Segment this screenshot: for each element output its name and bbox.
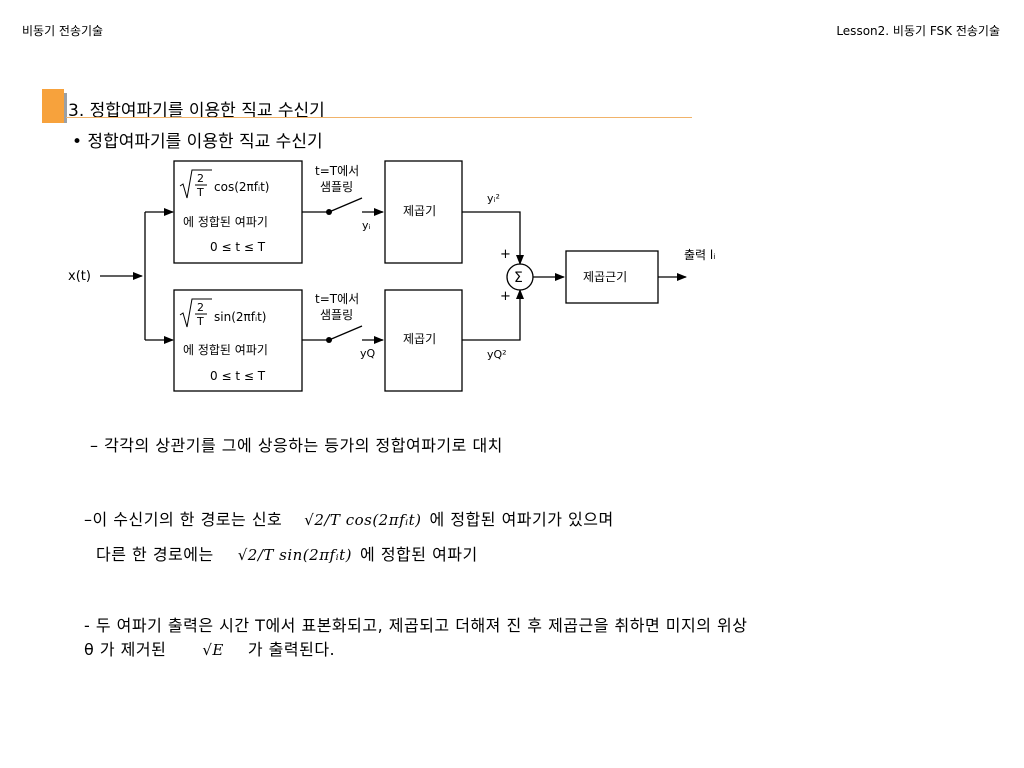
line2-prefix: –이 수신기의 한 경로는 신호 (84, 510, 283, 529)
bottom-sqrt-num: 2 (197, 301, 204, 314)
bottom-squarer-label: 제곱기 (403, 332, 436, 346)
line3-suffix: 에 정합된 여파기 (360, 545, 478, 564)
line5-prefix: θ 가 제거된 (84, 640, 167, 659)
line2-formula: √2/T cos(2πfᵢt) (304, 511, 422, 529)
bottom-filter-line1: 에 정합된 여파기 (183, 343, 268, 357)
line2-suffix: 에 정합된 여파기가 있으며 (429, 510, 614, 529)
bottom-sqrt-den: T (196, 315, 204, 328)
output-label: 출력 lᵢ (684, 248, 715, 262)
summer-symbol: Σ (514, 270, 523, 286)
section-bullet: • 정합여파기를 이용한 직교 수신기 (72, 132, 323, 152)
line5-suffix: 가 출력된다. (247, 640, 336, 659)
top-filter-formula: cos(2πfᵢt) (214, 180, 270, 194)
top-sqrt-den: T (196, 186, 204, 199)
bottom-filter-line2: 0 ≤ t ≤ T (210, 369, 266, 383)
input-label: x(t) (68, 269, 91, 284)
description-line-3: 다른 한 경로에는 √2/T sin(2πfᵢt) 에 정합된 여파기 (96, 541, 478, 565)
top-sample-label: yᵢ (362, 219, 371, 232)
title-underline (66, 117, 692, 118)
bottom-sample-label: yQ (360, 347, 376, 360)
bottom-filter-formula: sin(2πfᵢt) (214, 310, 267, 324)
bottom-sampler-label-1: t=T에서 (315, 292, 359, 306)
description-line-2: –이 수신기의 한 경로는 신호 √2/T cos(2πfᵢt) 에 정합된 여파기… (84, 506, 614, 530)
line3-formula: √2/T sin(2πfᵢt) (237, 546, 353, 564)
description-line-1: – 각각의 상관기를 그에 상응하는 등가의 정합여파기로 대치 (90, 436, 503, 455)
bottom-sampler-label-2: 샘플링 (320, 308, 353, 322)
top-sampler-label-1: t=T에서 (315, 164, 359, 178)
top-sampler-label-2: 샘플링 (320, 180, 353, 194)
top-filter-line1: 에 정합된 여파기 (183, 215, 268, 229)
top-radical (179, 169, 212, 199)
line3-prefix: 다른 한 경로에는 (96, 545, 214, 564)
description-line-4: - 두 여파기 출력은 시간 T에서 표본화되고, 제곱되고 더해져 진 후 제… (84, 616, 748, 635)
sqrt-block-label: 제곱근기 (583, 270, 627, 284)
description-line-5: θ 가 제거된 √E 가 출력된다. (84, 636, 335, 660)
bottom-sampler-switch (328, 325, 363, 341)
top-filter-line2: 0 ≤ t ≤ T (210, 240, 266, 254)
top-squarer-label: 제곱기 (403, 204, 436, 218)
top-sampler-switch (328, 197, 363, 213)
top-square-label: yᵢ² (487, 192, 500, 205)
bottom-radical (179, 298, 212, 328)
bottom-square-label: yQ² (487, 348, 507, 361)
top-plus-sign: + (500, 247, 511, 262)
bottom-plus-sign: + (500, 289, 511, 304)
line5-formula: √E (202, 641, 224, 659)
section-accent-marker (42, 89, 67, 123)
section-title: 3. 정합여파기를 이용한 직교 수신기 (68, 101, 325, 121)
top-sqrt-num: 2 (197, 172, 204, 185)
header-right-title: Lesson2. 비동기 FSK 전송기술 (836, 24, 1000, 38)
header-left-title: 비동기 전송기술 (22, 24, 104, 38)
